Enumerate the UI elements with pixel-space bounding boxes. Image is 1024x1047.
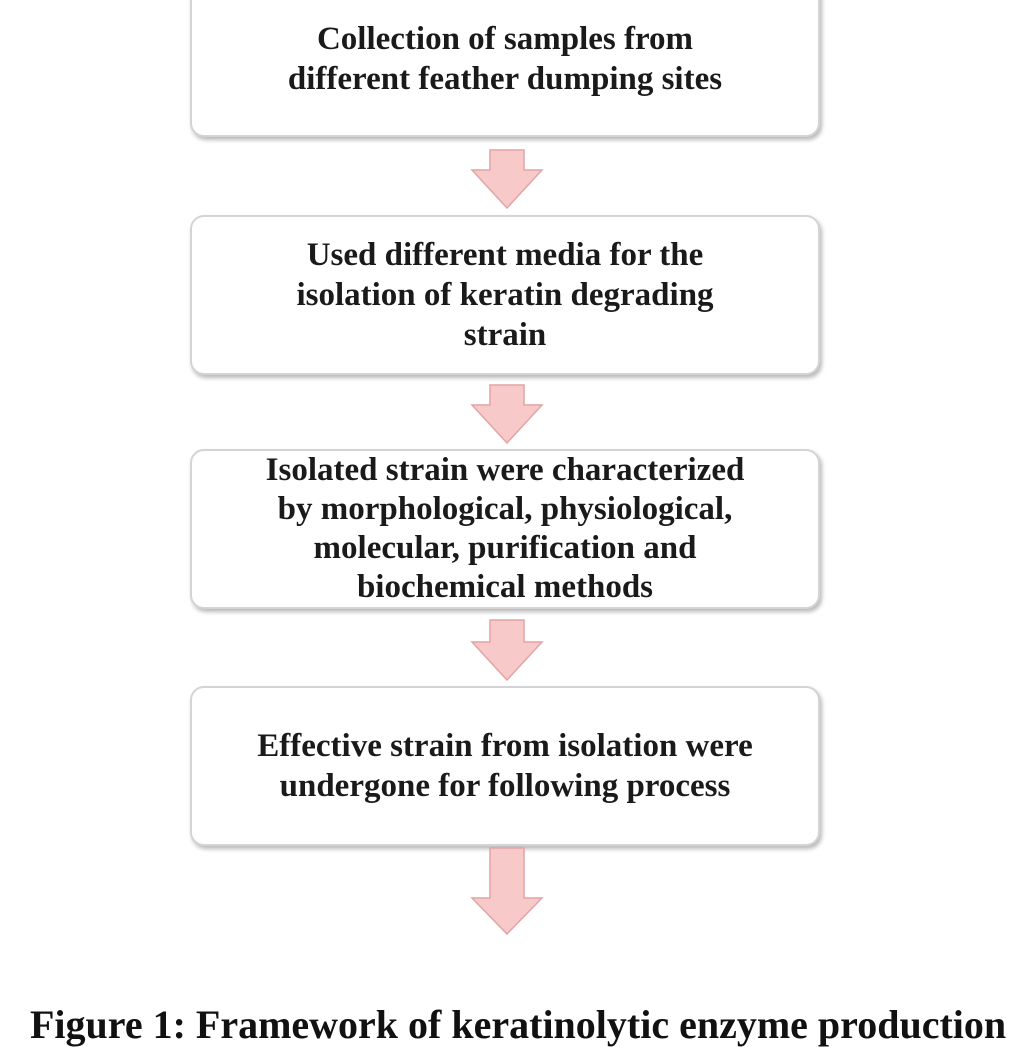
- step-box-collection: Collection of samples from different fea…: [190, 0, 820, 137]
- step-text-characterization: Isolated strain were characterized by mo…: [265, 452, 745, 605]
- step-box-isolation-media: Used different media for the isolation o…: [190, 215, 820, 375]
- step-text-collection: Collection of samples from different fea…: [287, 20, 723, 97]
- down-arrow-icon: [470, 149, 544, 210]
- down-arrow-icon: [470, 619, 544, 682]
- figure-caption: Figure 1: Framework of keratinolytic enz…: [30, 1002, 1007, 1047]
- step-text-isolation-media: Used different media for the isolation o…: [296, 237, 714, 353]
- step-box-effective-strain: Effective strain from isolation were und…: [190, 686, 820, 846]
- down-arrow-icon: [470, 847, 544, 936]
- down-arrow-icon: [470, 384, 544, 445]
- step-text-effective-strain: Effective strain from isolation were und…: [257, 728, 753, 804]
- step-box-characterization: Isolated strain were characterized by mo…: [190, 449, 820, 609]
- flowchart-canvas: Collection of samples from different fea…: [30, 0, 1007, 1047]
